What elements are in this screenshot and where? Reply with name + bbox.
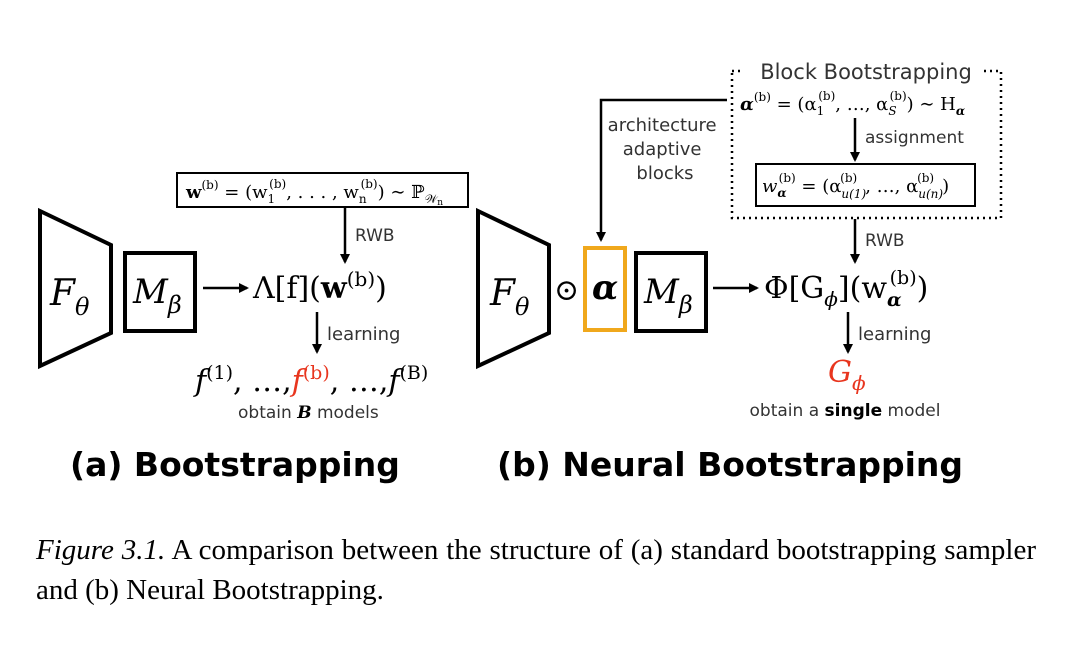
alpha-label: α: [592, 268, 618, 308]
learning-label-b: learning: [858, 324, 931, 345]
figure-label: Figure 3.1.: [36, 534, 166, 566]
odot-symbol: ⊙: [554, 273, 579, 308]
rwb-label-b: RWB: [865, 231, 905, 251]
block-bootstrapping-box: [730, 69, 1003, 220]
m-beta-box-b: [634, 251, 708, 333]
m-beta-label-a: Mβ: [132, 272, 182, 319]
f-theta-trapezoid-a: [38, 207, 113, 370]
weight-box: [176, 172, 469, 208]
g-phi-result: Gϕ: [828, 355, 866, 395]
arch-label: architecture adaptive blocks: [608, 115, 723, 184]
bootstrapping-diagram: Fθ Mβ w(b) = (w1(b), . . . , wn(b)) ∼ ℙ𝒲…: [38, 58, 1003, 484]
m-beta-box-a: [123, 251, 197, 333]
alpha-equation: α(b) = (α1(b), …, αS(b)) ∼ Hα: [740, 89, 965, 118]
lambda-functional: Λ[f](w(b)): [252, 267, 387, 306]
w-alpha-box: [755, 163, 976, 207]
block-box-title-bg: [744, 58, 984, 84]
obtain-single-model: obtain a single model: [750, 401, 941, 421]
figure-caption: Figure 3.1. A comparison between the str…: [36, 530, 1036, 610]
obtain-b-models: obtain B models: [238, 403, 379, 423]
assignment-label: assignment: [865, 128, 964, 148]
learning-label-a: learning: [327, 324, 400, 345]
f-theta-label-b: Fθ: [489, 273, 530, 321]
block-box-title: Block Bootstrapping: [760, 60, 972, 84]
rwb-label-a: RWB: [355, 226, 395, 246]
arrow-block-to-alpha: [596, 98, 727, 242]
f-theta-label-a: Fθ: [49, 273, 90, 321]
weight-equation: w(b) = (w1(b), . . . , wn(b)) ∼ ℙ𝒲n: [185, 177, 443, 208]
panel-b: Fθ ⊙ α Mβ architecture adaptive blocks B…: [476, 58, 1003, 484]
caption-text: A comparison between the structure of (a…: [36, 534, 1036, 606]
alpha-box: [583, 246, 627, 332]
panel-a: Fθ Mβ w(b) = (w1(b), . . . , wn(b)) ∼ ℙ𝒲…: [38, 172, 469, 484]
phi-functional: Φ[Gϕ](wα(b)): [764, 267, 928, 311]
f-theta-trapezoid-b: [476, 207, 551, 370]
panel-b-title: (b) Neural Bootstrapping: [497, 445, 963, 484]
model-sequence: f(1), …,f(b), …,f(B): [193, 362, 428, 399]
panel-a-title: (a) Bootstrapping: [70, 445, 400, 484]
m-beta-label-b: Mβ: [643, 272, 693, 319]
w-alpha-equation: wα(b) = (αu(1)(b), …, αu(n)(b)): [762, 171, 949, 201]
